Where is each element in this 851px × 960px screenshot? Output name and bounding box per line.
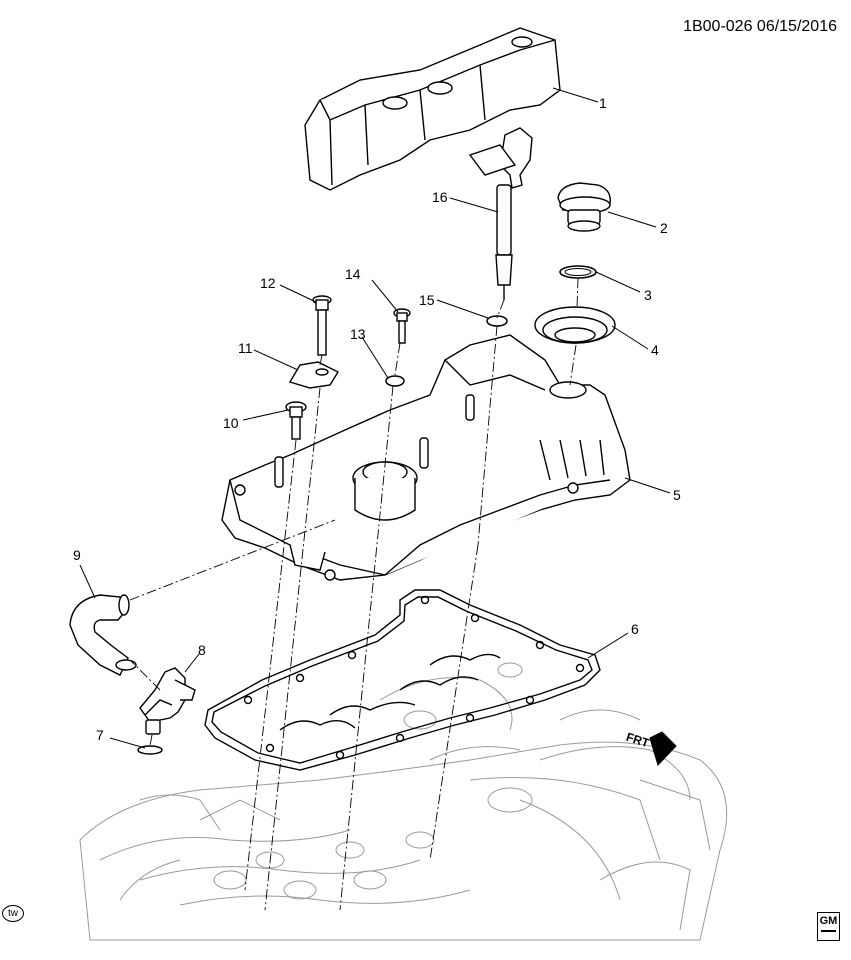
tw-badge: tw [2, 905, 24, 922]
part-8-pcv-fitting [139, 667, 196, 735]
part-16-fuel-injector [468, 127, 533, 300]
part-12-long-bolt [312, 295, 332, 356]
engine-block-outline [79, 662, 728, 941]
callout-2: 2 [660, 220, 668, 236]
diagram-reference-code: 1B00-026 06/15/2016 [683, 18, 837, 35]
part-11-bracket [288, 361, 339, 389]
callout-3: 3 [644, 287, 652, 303]
callout-4: 4 [651, 342, 659, 358]
gm-logo-text: GM [819, 915, 838, 927]
callout-8: 8 [198, 642, 206, 658]
callout-15: 15 [419, 292, 435, 308]
part-9-breather-hose [69, 594, 137, 676]
part-6-valve-cover-gasket [204, 589, 601, 771]
part-10-bolt [285, 401, 307, 440]
callout-1: 1 [599, 95, 607, 111]
callout-14: 14 [345, 266, 361, 282]
callout-7: 7 [96, 727, 104, 743]
gm-logo-icon: GM [817, 912, 840, 941]
part-14-bolt [393, 308, 411, 344]
part-3-o-ring-inner [564, 268, 592, 276]
part-2-oil-filler-cap [557, 182, 611, 232]
callout-16: 16 [432, 189, 448, 205]
callout-6: 6 [631, 621, 639, 637]
front-direction-arrow-icon [649, 731, 677, 766]
callout-12: 12 [260, 275, 276, 291]
callout-11: 11 [238, 340, 253, 356]
part-13-washer [385, 375, 405, 387]
part-5-valve-cover [221, 334, 631, 581]
callout-5: 5 [673, 487, 681, 503]
part-4-filler-seal [534, 306, 616, 344]
part-7-o-ring [137, 745, 163, 755]
alignment-lines [129, 277, 579, 911]
part-1-injector-cover [304, 27, 561, 191]
callout-13: 13 [350, 326, 366, 342]
callout-9: 9 [73, 547, 81, 563]
callout-10: 10 [223, 415, 239, 431]
leader-lines [79, 87, 671, 749]
gm-logo-bar [821, 930, 836, 932]
